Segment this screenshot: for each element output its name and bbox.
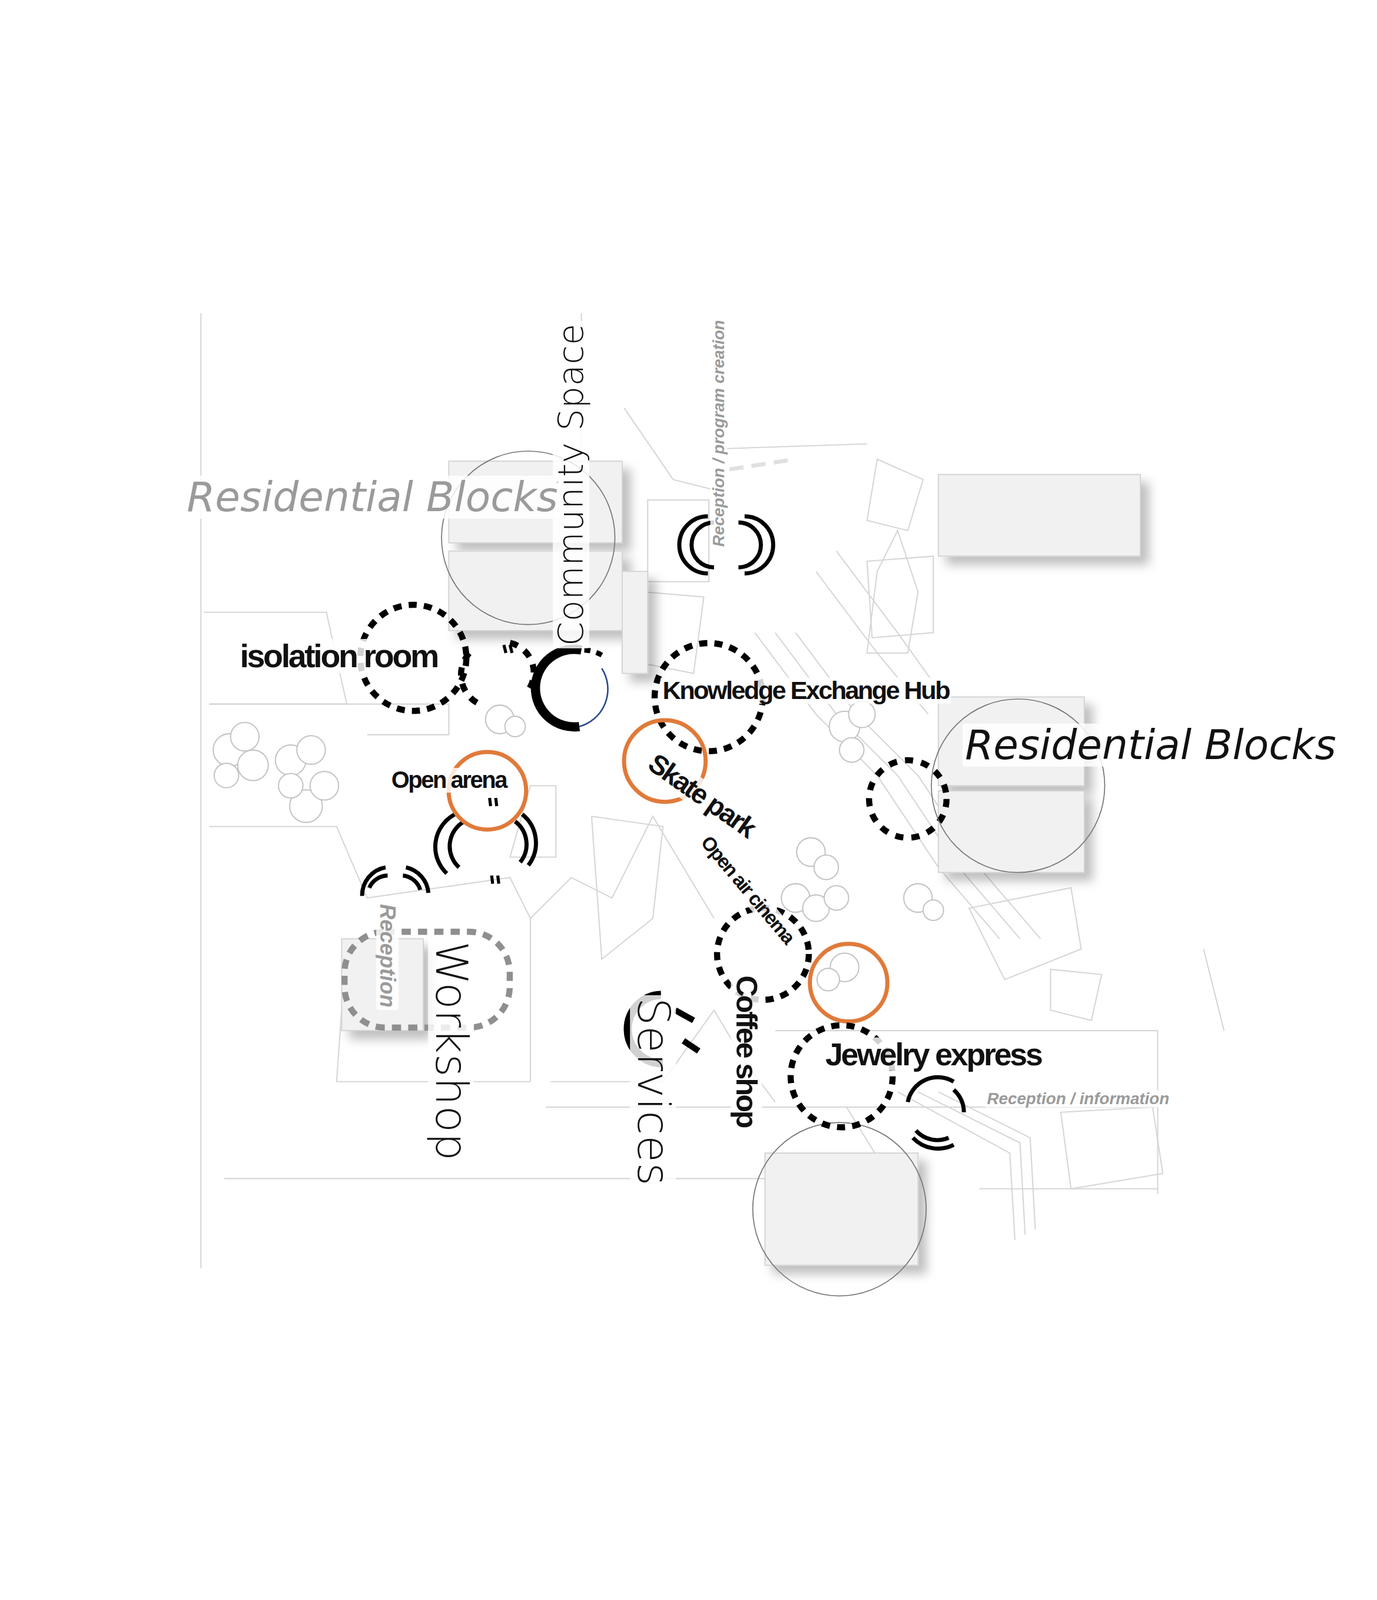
zone-label: Residential Blocks [962,722,1339,766]
zone-label: isolation room [237,638,440,673]
node-outline [341,928,513,1031]
site-label: Residential Blocks [184,475,560,519]
zone-label: Jewelry express [823,1037,1044,1071]
zone-label: Reception [376,901,399,1011]
zone-circle: Skate park [624,719,706,802]
zone-label: Workshop [427,938,474,1164]
zone-circle: Knowledge Exchange Hub [654,642,763,752]
zone-label: Knowledge Exchange Hub [659,677,952,704]
zone-circle: Residential Blocks [931,698,1106,873]
zone-circle: isolation room [360,604,467,711]
zone-box: WorkshopReception [341,928,513,1031]
zone-label: Open air cinema [695,830,800,950]
zone-label: Open arena [389,767,509,793]
zone-circle: Open arena [448,751,527,830]
site-label: Services [629,994,676,1189]
zone-circle: Jewelry express [790,1024,893,1127]
site-label: Reception / information [984,1089,1173,1107]
site-label: Coffee shop [731,972,763,1129]
zone-label: Skate park [641,747,763,844]
site-label: Reception / program creation [710,317,728,550]
